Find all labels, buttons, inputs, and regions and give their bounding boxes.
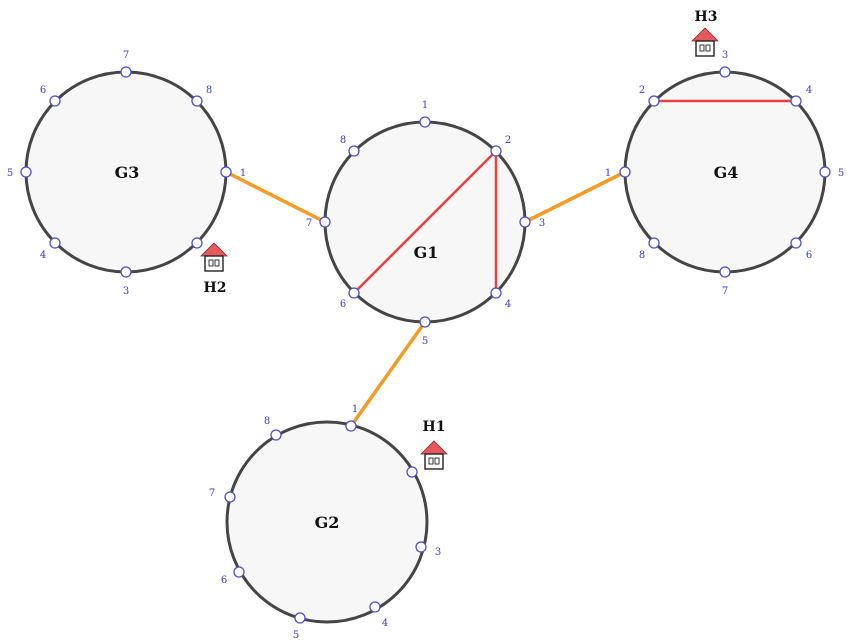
port-g3-6[interactable]	[49, 95, 61, 107]
port-label-g1-7: 7	[306, 218, 312, 229]
port-g4-7[interactable]	[719, 266, 731, 278]
port-label-g4-7: 7	[722, 286, 728, 297]
port-g4-1[interactable]	[619, 166, 631, 178]
link-g1-5-to-g2-1	[349, 320, 427, 428]
port-label-g2-3: 3	[435, 547, 441, 558]
house-h3[interactable]: H3	[691, 9, 719, 57]
port-label-g2-5: 5	[293, 630, 299, 641]
group-label-g1: G1	[414, 243, 439, 262]
port-g2-2[interactable]	[406, 466, 418, 478]
house-icon	[200, 242, 228, 272]
house-label-h3: H3	[695, 9, 718, 25]
port-g3-2[interactable]	[191, 237, 203, 249]
port-label-g1-6: 6	[340, 299, 346, 310]
port-label-g4-5: 5	[838, 168, 844, 179]
port-g2-1[interactable]	[345, 420, 357, 432]
port-g2-5[interactable]	[294, 612, 306, 624]
group-label-g4: G4	[714, 163, 739, 182]
port-g2-6[interactable]	[233, 566, 245, 578]
port-label-g4-1: 1	[605, 168, 611, 179]
link-g3-1-to-g1-7	[224, 170, 327, 224]
port-g4-2[interactable]	[648, 95, 660, 107]
port-label-g4-2: 2	[639, 85, 645, 96]
port-g3-7[interactable]	[120, 66, 132, 78]
link-g1-6-to-g1-2	[352, 149, 498, 295]
port-g1-4[interactable]	[490, 287, 502, 299]
port-label-g3-7: 7	[123, 50, 129, 61]
house-label-h1: H1	[423, 419, 446, 435]
group-label-g3: G3	[115, 163, 140, 182]
port-label-g4-8: 8	[639, 250, 645, 261]
group-g2[interactable]: G2 1 3 4 5 6 7 8	[209, 404, 441, 641]
port-label-g3-6: 6	[40, 85, 46, 96]
port-g3-5[interactable]	[20, 166, 32, 178]
port-g3-3[interactable]	[120, 266, 132, 278]
port-g2-7[interactable]	[224, 491, 236, 503]
group-g1[interactable]: G1 1 2 3 4 5 6 7 8	[306, 100, 545, 347]
inter-links	[224, 170, 627, 428]
port-label-g3-3: 3	[123, 286, 129, 297]
port-label-g1-1: 1	[422, 100, 428, 111]
house-h2[interactable]: H2	[200, 242, 228, 296]
house-icon	[691, 27, 719, 57]
port-label-g3-1: 1	[240, 168, 246, 179]
port-label-g1-4: 4	[505, 299, 511, 310]
group-label-g2: G2	[315, 513, 340, 532]
port-label-g4-4: 4	[806, 85, 812, 96]
group-g4[interactable]: G4 1 2 3 4 5 6 7 8	[605, 50, 844, 297]
house-label-h2: H2	[204, 280, 227, 296]
house-h1[interactable]: H1	[420, 419, 448, 470]
port-label-g2-1: 1	[352, 404, 358, 415]
port-g1-7[interactable]	[319, 216, 331, 228]
port-label-g2-4: 4	[382, 618, 388, 629]
port-g4-4[interactable]	[790, 95, 802, 107]
port-g4-3[interactable]	[719, 66, 731, 78]
port-g3-1[interactable]	[220, 166, 232, 178]
port-g4-6[interactable]	[790, 237, 802, 249]
port-label-g1-3: 3	[539, 218, 545, 229]
port-label-g1-2: 2	[505, 135, 511, 146]
port-label-g3-8: 8	[206, 85, 212, 96]
port-label-g4-6: 6	[806, 250, 812, 261]
port-label-g3-5: 5	[7, 168, 13, 179]
port-g3-8[interactable]	[191, 95, 203, 107]
port-label-g2-7: 7	[209, 488, 215, 499]
house-icon	[420, 440, 448, 470]
port-g1-6[interactable]	[348, 287, 360, 299]
port-g1-2[interactable]	[490, 145, 502, 157]
port-g2-8[interactable]	[270, 429, 282, 441]
port-label-g3-4: 4	[40, 250, 46, 261]
port-g2-4[interactable]	[369, 601, 381, 613]
port-g1-8[interactable]	[348, 145, 360, 157]
port-g4-5[interactable]	[819, 166, 831, 178]
port-label-g2-8: 8	[264, 416, 270, 427]
port-g3-4[interactable]	[49, 237, 61, 249]
port-g1-5[interactable]	[419, 316, 431, 328]
port-label-g1-5: 5	[422, 336, 428, 347]
group-g2-circle	[225, 420, 429, 624]
link-g1-3-to-g4-1	[523, 170, 627, 224]
port-label-g4-3: 3	[722, 50, 728, 61]
port-g1-3[interactable]	[519, 216, 531, 228]
port-g4-8[interactable]	[648, 237, 660, 249]
port-g2-3[interactable]	[415, 541, 427, 553]
group-g3[interactable]: G3 1 3 4 5 6 7 8	[7, 50, 246, 297]
port-label-g2-6: 6	[221, 575, 227, 586]
port-label-g1-8: 8	[340, 135, 346, 146]
port-g1-1[interactable]	[419, 116, 431, 128]
